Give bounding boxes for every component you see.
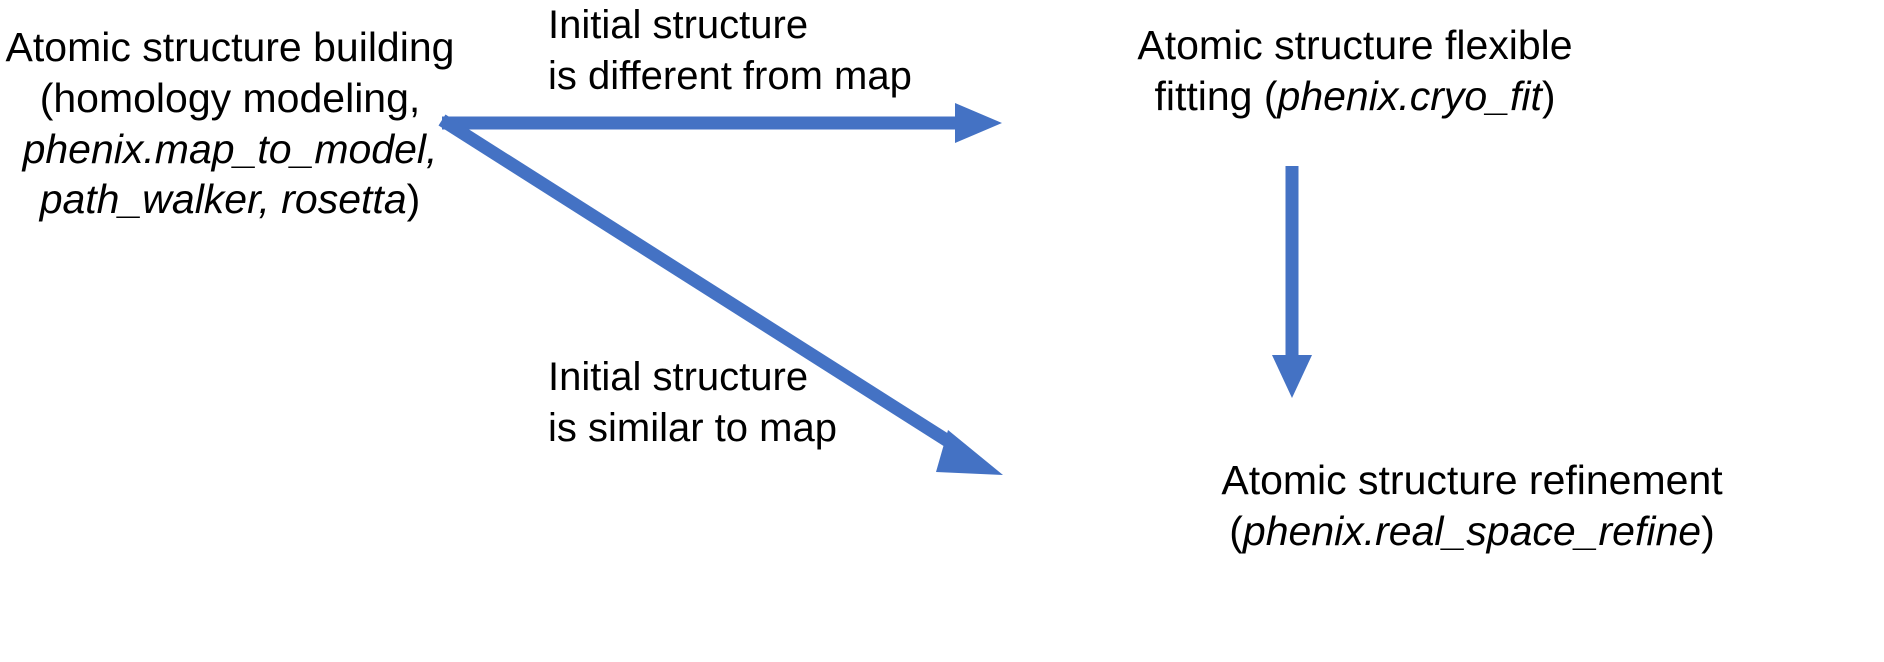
node-line-2-tail: ) xyxy=(1541,72,1556,119)
arrow-build-to-fitting xyxy=(442,103,1002,143)
node-line-1: Atomic structure refinement xyxy=(1221,457,1723,503)
node-line-2: fitting (phenix.cryo_fit) xyxy=(1075,71,1635,122)
node-line-2-italic: phenix.real_space_refine xyxy=(1242,507,1702,554)
node-line-2-head: ( xyxy=(1229,507,1243,554)
node-line-2-italic: phenix.cryo_fit xyxy=(1277,72,1542,119)
node-atomic-structure-flexible-fitting[interactable]: Atomic structure flexible fitting (pheni… xyxy=(1075,20,1635,122)
edge-label-is-similar-to-map: Initial structure is similar to map xyxy=(548,352,837,454)
node-line-1: Atomic structure building xyxy=(5,24,455,70)
node-line-4: path_walker, rosetta) xyxy=(0,174,460,225)
arrow-build-to-refinement xyxy=(438,114,1003,475)
node-line-2: (homology modeling, xyxy=(39,74,421,121)
node-atomic-structure-building[interactable]: Atomic structure building (homology mode… xyxy=(0,22,460,225)
arrow-fitting-to-refinement xyxy=(1272,166,1312,398)
node-line-4-tail: ) xyxy=(406,176,421,223)
edge-label-line-1: Initial structure xyxy=(548,3,809,47)
node-line-4-italic: path_walker, rosetta xyxy=(39,176,407,223)
node-line-2-tail: ) xyxy=(1701,507,1715,554)
edge-label-line-2: is similar to map xyxy=(548,406,837,451)
node-line-2: (phenix.real_space_refine) xyxy=(1060,506,1884,557)
node-atomic-structure-refinement[interactable]: Atomic structure refinement (phenix.real… xyxy=(1060,455,1884,557)
node-line-1: Atomic structure flexible xyxy=(1137,22,1573,68)
edge-label-line-1: Initial structure xyxy=(548,355,809,399)
node-line-3: phenix.map_to_model, xyxy=(22,125,438,172)
node-line-2-head: fitting ( xyxy=(1154,72,1278,119)
edge-label-is-different-from-map: Initial structure is different from map xyxy=(548,0,912,102)
edge-label-line-2: is different from map xyxy=(548,54,912,99)
